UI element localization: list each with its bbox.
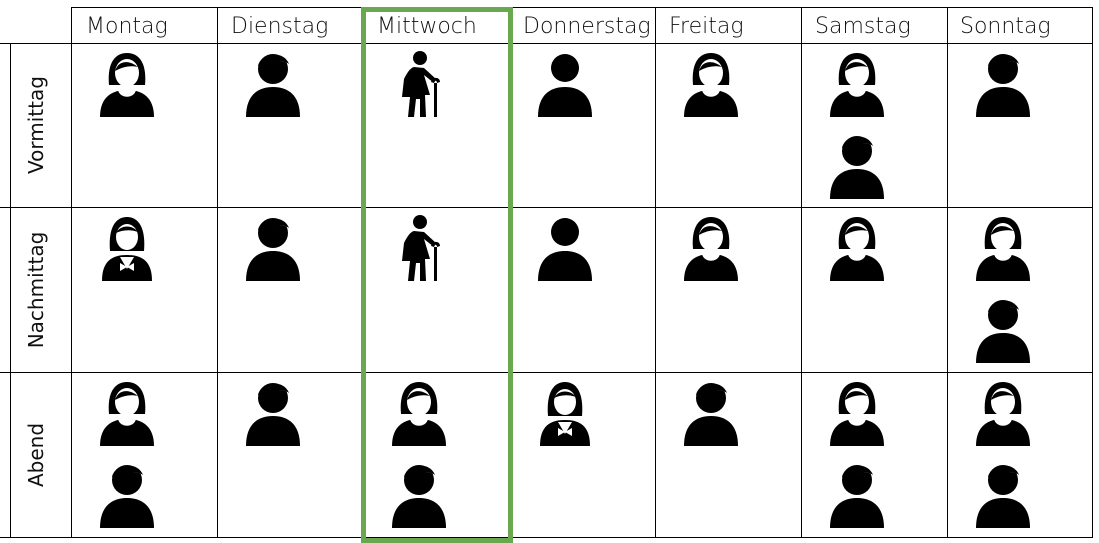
period-label-nachmittag: Nachmittag: [24, 231, 48, 349]
woman-icon: [974, 378, 1032, 448]
woman-icon: [828, 213, 886, 283]
woman-icon: [828, 49, 886, 119]
highlight-frame-mittwoch: [361, 7, 513, 543]
elderly-icon: [390, 213, 448, 283]
man-icon: [244, 49, 302, 119]
man-icon: [974, 49, 1032, 119]
man-icon: [828, 131, 886, 201]
grid-line-horizontal: [0, 372, 1093, 373]
man-icon: [98, 460, 156, 530]
grid-line-vertical: [947, 7, 948, 538]
person-icon: [536, 213, 594, 283]
woman-icon: [682, 213, 740, 283]
day-header-freitag: Freitag: [669, 14, 744, 39]
day-header-mittwoch: Mittwoch: [377, 14, 477, 39]
person-icon: [536, 49, 594, 119]
period-label-vormittag: Vormittag: [24, 76, 48, 174]
woman-icon: [98, 49, 156, 119]
man-icon: [974, 460, 1032, 530]
grid-line-vertical: [801, 7, 802, 538]
woman-icon: [390, 378, 448, 448]
waiter-woman-icon: [98, 213, 156, 283]
day-header-montag: Montag: [86, 14, 168, 39]
man-icon: [828, 460, 886, 530]
grid-line-horizontal: [0, 207, 1093, 208]
grid-line-left: [10, 43, 11, 538]
man-icon: [974, 295, 1032, 365]
grid-line-vertical: [1092, 7, 1093, 538]
man-icon: [682, 378, 740, 448]
grid-line-horizontal: [0, 537, 1093, 538]
woman-icon: [98, 378, 156, 448]
day-header-dienstag: Dienstag: [231, 14, 329, 39]
day-header-samstag: Samstag: [815, 14, 911, 39]
man-icon: [390, 460, 448, 530]
waiter-woman-icon: [536, 378, 594, 448]
grid-line-vertical: [655, 7, 656, 538]
woman-icon: [828, 378, 886, 448]
day-header-sonntag: Sonntag: [960, 14, 1051, 39]
woman-icon: [974, 213, 1032, 283]
grid-line-horizontal: [0, 43, 1093, 44]
man-icon: [244, 378, 302, 448]
day-header-donnerstag: Donnerstag: [523, 14, 651, 39]
grid-line-vertical: [217, 7, 218, 538]
elderly-icon: [390, 49, 448, 119]
man-icon: [244, 213, 302, 283]
grid-line-top: [71, 7, 1093, 8]
period-label-abend: Abend: [24, 422, 48, 488]
woman-icon: [682, 49, 740, 119]
grid-line-vertical: [71, 7, 72, 538]
